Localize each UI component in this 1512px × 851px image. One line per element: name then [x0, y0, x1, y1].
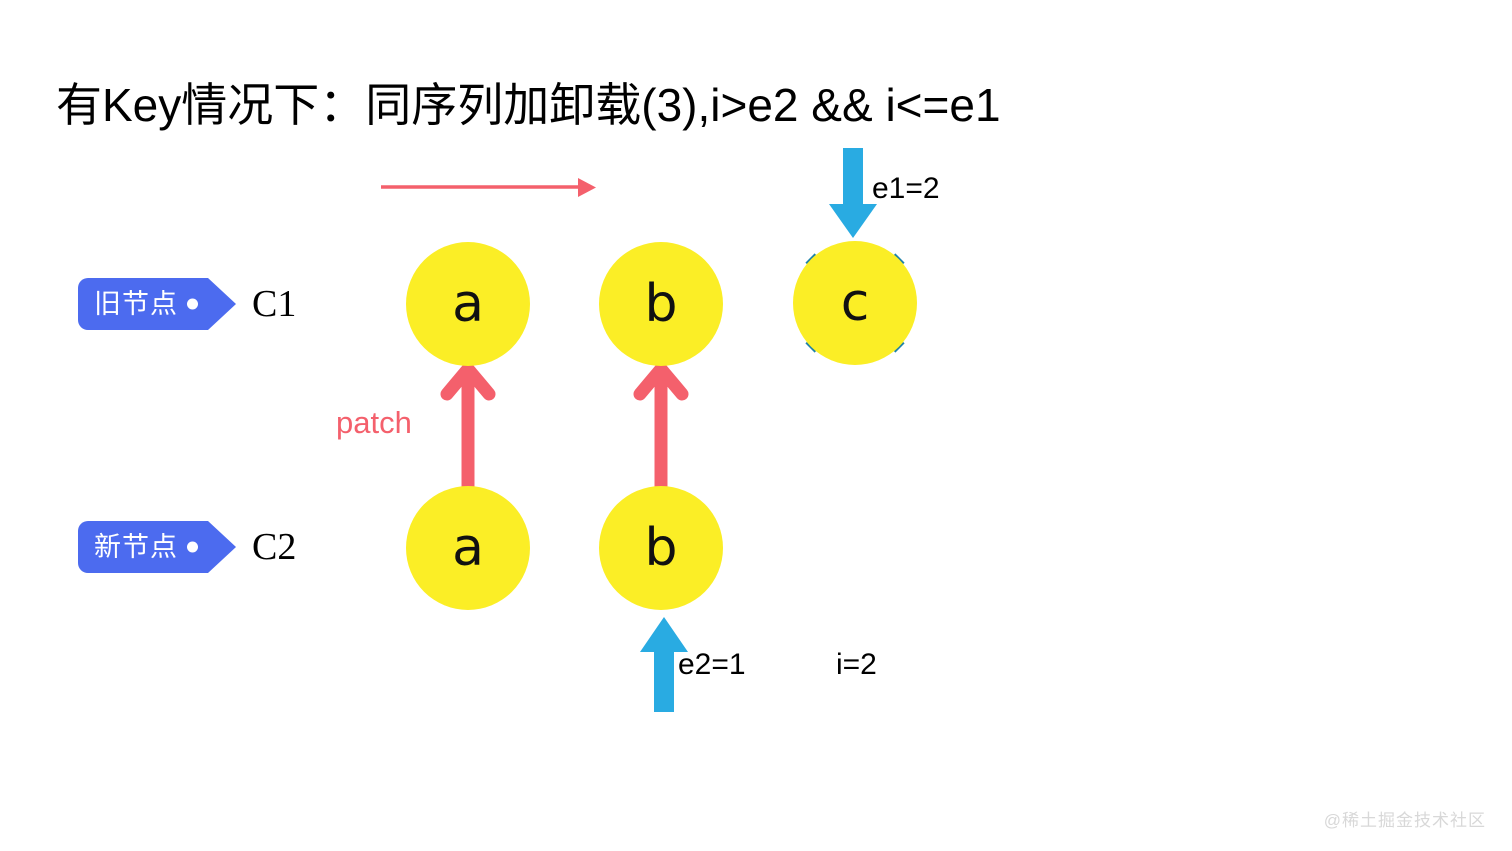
old-node-c: c	[793, 241, 917, 365]
node-letter: c	[840, 273, 870, 333]
row-label-new: 新节点 C2	[78, 521, 296, 573]
e1-label: e1=2	[872, 172, 940, 205]
new-node-b: b	[599, 486, 723, 610]
tag-arrow-shape	[208, 278, 236, 330]
page-title: 有Key情况下：同序列加卸载(3),i>e2 && i<=e1	[56, 79, 1001, 131]
new-node-a: a	[406, 486, 530, 610]
e1-pointer-arrow	[829, 148, 877, 238]
old-node-code: C1	[252, 283, 297, 325]
new-node-code: C2	[252, 526, 297, 568]
traversal-direction-arrow	[381, 178, 596, 197]
old-node-tag: 旧节点	[78, 278, 236, 330]
old-node-a: a	[406, 242, 530, 366]
tag-arrow-shape	[208, 521, 236, 573]
node-letter: a	[452, 274, 484, 334]
watermark: @稀土掘金技术社区	[1323, 811, 1486, 830]
tag-dot-icon	[187, 541, 198, 553]
node-letter: b	[644, 518, 678, 578]
node-letter: b	[644, 274, 678, 334]
node-letter: a	[452, 518, 484, 578]
row-label-old: 旧节点 C1	[78, 278, 296, 330]
old-node-tag-label: 旧节点	[94, 289, 178, 319]
e2-label: e2=1	[678, 648, 746, 681]
i-label: i=2	[836, 648, 877, 681]
patch-arrow-b	[633, 362, 689, 496]
new-node-tag: 新节点	[78, 521, 236, 573]
old-node-b: b	[599, 242, 723, 366]
patch-arrow-a	[440, 362, 496, 496]
tag-dot-icon	[187, 298, 198, 310]
patch-label: patch	[336, 405, 412, 440]
new-node-tag-label: 新节点	[94, 532, 178, 562]
